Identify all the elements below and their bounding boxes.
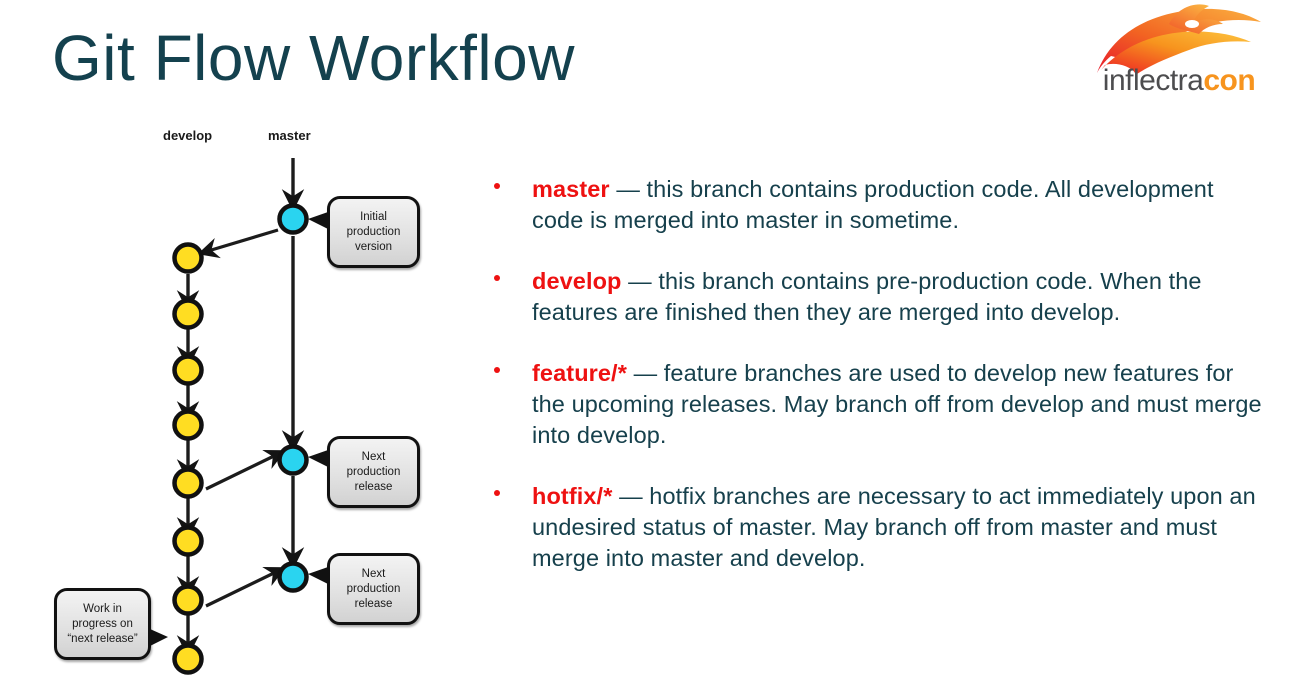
branch-description-list: master — this branch contains production… bbox=[488, 174, 1263, 574]
callout-tail-icon bbox=[150, 629, 168, 646]
logo-word-inflectra: inflectra bbox=[1102, 64, 1204, 97]
list-item-feature: feature/* — feature branches are used to… bbox=[488, 358, 1263, 451]
merge-arrow-develop-to-master-2 bbox=[205, 566, 286, 608]
callout-tail-icon bbox=[308, 567, 328, 584]
develop-commit-nodes bbox=[172, 242, 204, 675]
branch-dash: — bbox=[626, 360, 664, 386]
inflectracon-logo: inflectracon bbox=[1091, 4, 1267, 108]
callout-tail-icon bbox=[308, 450, 328, 467]
bullet-dot-icon bbox=[494, 490, 500, 496]
merge-arrow-develop-to-master-1 bbox=[205, 449, 286, 491]
branch-term-master: master bbox=[532, 176, 610, 202]
page-title: Git Flow Workflow bbox=[52, 22, 575, 94]
list-item-master: master — this branch contains production… bbox=[488, 174, 1263, 236]
branch-label-develop: develop bbox=[163, 128, 213, 143]
branch-arrow-master-to-develop bbox=[197, 228, 279, 259]
bullet-dot-icon bbox=[494, 183, 500, 189]
branch-dash: — bbox=[609, 176, 647, 202]
branch-description: hotfix branches are necessary to act imm… bbox=[532, 483, 1256, 571]
callout-tail-icon bbox=[308, 212, 328, 229]
branch-term-hotfix: hotfix/* bbox=[532, 483, 613, 509]
branch-label-master: master bbox=[268, 128, 311, 143]
git-flow-diagram: develop master bbox=[30, 118, 470, 693]
bullet-dot-icon bbox=[494, 367, 500, 373]
master-commit-nodes bbox=[277, 203, 309, 593]
flame-phoenix-icon bbox=[1097, 4, 1261, 74]
list-item-develop: develop — this branch contains pre-produ… bbox=[488, 266, 1263, 328]
branch-dash: — bbox=[612, 483, 650, 509]
bullet-dot-icon bbox=[494, 275, 500, 281]
branch-description: this branch contains production code. Al… bbox=[532, 176, 1214, 233]
branch-description: feature branches are used to develop new… bbox=[532, 360, 1262, 448]
logo-word-con: con bbox=[1203, 64, 1256, 97]
list-item-hotfix: hotfix/* — hotfix branches are necessary… bbox=[488, 481, 1263, 574]
branch-term-develop: develop bbox=[532, 268, 622, 294]
logo-wordmark: inflectracon bbox=[1091, 64, 1267, 98]
branch-graph-svg bbox=[172, 158, 309, 693]
branch-description: this branch contains pre-production code… bbox=[532, 268, 1202, 325]
branch-dash: — bbox=[621, 268, 659, 294]
branch-term-feature: feature/* bbox=[532, 360, 627, 386]
